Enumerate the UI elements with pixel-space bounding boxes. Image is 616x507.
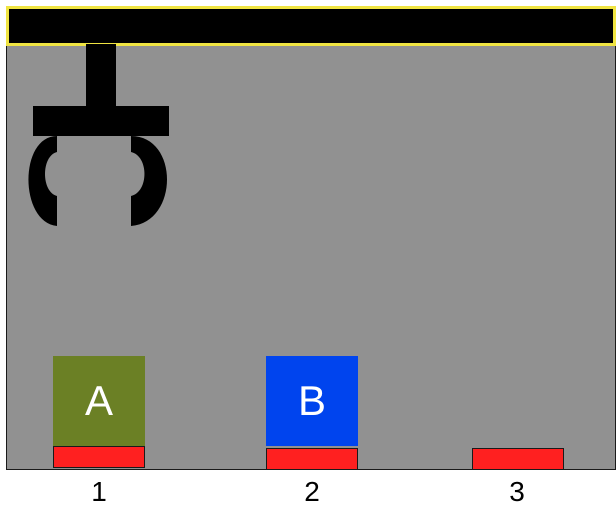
position-pad-1[interactable] [53,446,145,468]
position-label-3: 3 [497,478,537,506]
position-pad-3[interactable] [472,448,564,470]
block-a-letter: A [85,380,113,422]
claw-gripper-icon [17,44,179,228]
crane-rail [6,6,616,46]
block-a[interactable]: A [53,356,145,446]
block-b-letter: B [298,380,326,422]
position-label-1: 1 [79,478,119,506]
block-b[interactable]: B [266,356,358,446]
position-label-2: 2 [292,478,332,506]
position-pad-2[interactable] [266,448,358,470]
